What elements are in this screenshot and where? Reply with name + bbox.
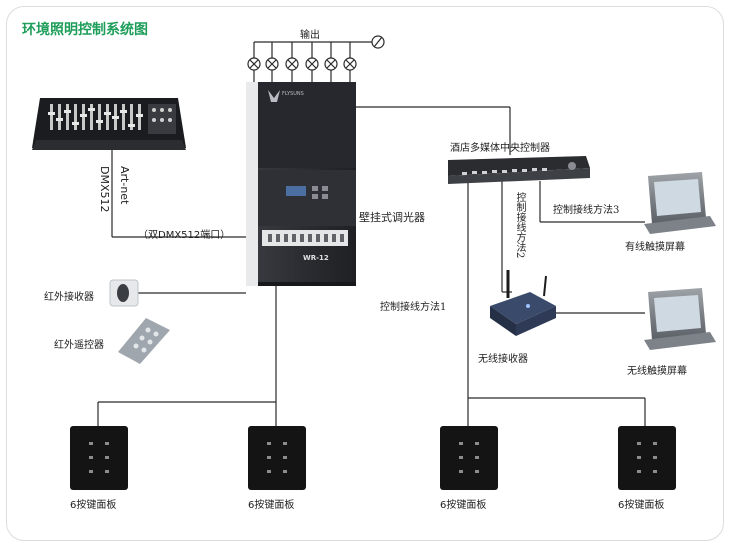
output-label: 输出 bbox=[300, 30, 320, 41]
wired-touch-label: 有线触摸屏幕 bbox=[625, 242, 685, 253]
connection-lines bbox=[97, 41, 646, 426]
six-key-panel-image bbox=[440, 426, 498, 490]
panel-label: 6按键面板 bbox=[618, 500, 665, 511]
panel-label: 6按键面板 bbox=[70, 500, 117, 511]
diagram-title: 环境照明控制系统图 bbox=[22, 22, 148, 38]
model-name-label: WR-12 bbox=[303, 254, 329, 262]
lamp-icon bbox=[265, 57, 279, 71]
lamp-icon bbox=[343, 57, 357, 71]
panel-label: 6按键面板 bbox=[248, 500, 295, 511]
ir-receiver-image bbox=[109, 279, 139, 307]
wiring-method-3-label: 控制接线方法3 bbox=[553, 205, 620, 216]
motor-icon bbox=[371, 35, 385, 49]
ir-remote-image bbox=[118, 318, 170, 364]
six-key-panel-image bbox=[70, 426, 128, 490]
lamp-icon bbox=[305, 57, 319, 71]
lamp-icon bbox=[324, 57, 338, 71]
six-key-panel-image bbox=[618, 426, 676, 490]
ir-remote-label: 红外遥控器 bbox=[54, 340, 104, 351]
wall-dimmer-label: 壁挂式调光器 bbox=[359, 211, 425, 224]
wired-touch-screen-image bbox=[644, 172, 716, 234]
dmx512-label: DMX512 bbox=[98, 166, 111, 213]
wiring-method-1-label: 控制接线方法1 bbox=[380, 302, 447, 313]
ir-receiver-label: 红外接收器 bbox=[44, 292, 94, 303]
art-net-label: Art-net bbox=[118, 166, 131, 205]
lamp-icon bbox=[247, 57, 261, 71]
wiring-method-2-label: 控制接线方法2 bbox=[514, 192, 525, 259]
six-key-panel-image bbox=[248, 426, 306, 490]
brand-label: FLYSUNS bbox=[282, 91, 304, 97]
wireless-receiver-image bbox=[490, 270, 556, 336]
dual-dmx-label: （双DMX512端口） bbox=[138, 230, 231, 241]
hotel-controller-label: 酒店多媒体中央控制器 bbox=[450, 143, 550, 154]
panel-graphics bbox=[70, 426, 676, 490]
wireless-touch-label: 无线触摸屏幕 bbox=[627, 366, 687, 377]
lamp-icon bbox=[285, 57, 299, 71]
hotel-controller-image bbox=[448, 156, 590, 184]
wall-dimmer-image bbox=[246, 82, 356, 286]
dmx-console-image bbox=[32, 98, 186, 150]
output-lamps bbox=[247, 35, 385, 71]
diagram-frame bbox=[6, 6, 724, 541]
wireless-receiver-label: 无线接收器 bbox=[478, 354, 528, 365]
wireless-touch-screen-image bbox=[644, 288, 716, 350]
panel-label: 6按键面板 bbox=[440, 500, 487, 511]
